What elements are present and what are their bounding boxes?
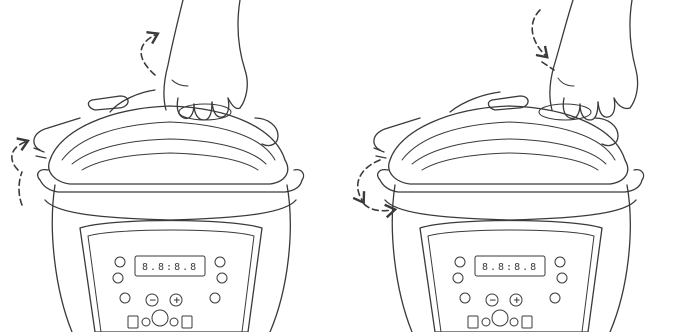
plus-symbol: + <box>173 296 181 306</box>
minus-symbol: − <box>149 296 157 306</box>
lid-knob <box>179 104 231 120</box>
control-knob <box>555 257 565 267</box>
display-text: 8.8:8.8 <box>142 262 198 273</box>
control-panel: 8.8:8.8 − + <box>420 221 602 332</box>
pressure-cooker-illustration-left: 8.8:8.8 − + <box>0 0 340 332</box>
rotate-left-arrow-tail <box>19 172 22 205</box>
plus-symbol: + <box>513 296 521 306</box>
rotate-left-arrow <box>12 142 25 170</box>
hand-icon <box>550 0 638 120</box>
hand-icon <box>164 0 247 120</box>
control-knob <box>217 273 227 283</box>
rotate-right-down-arrow <box>358 160 380 200</box>
control-knob <box>460 293 470 303</box>
control-knob <box>455 257 465 267</box>
dial-knob <box>492 310 508 326</box>
rotate-right-down-arrow-tail <box>364 204 392 211</box>
pressure-cooker-illustration-right: 8.8:8.8 − + <box>340 0 680 332</box>
control-knob <box>210 293 220 303</box>
left-panel: 8.8:8.8 − + <box>0 0 340 332</box>
control-panel: 8.8:8.8 − + <box>80 221 262 332</box>
lift-down-arrow-tail <box>542 62 554 70</box>
lift-down-arrow <box>532 10 545 55</box>
display-text: 8.8:8.8 <box>482 262 538 273</box>
control-knob <box>215 257 225 267</box>
pot-body <box>378 170 644 332</box>
control-knob <box>115 257 125 267</box>
lid <box>34 90 288 184</box>
control-knob <box>550 293 560 303</box>
control-knob <box>557 273 567 283</box>
lid <box>374 92 628 184</box>
pot-body <box>38 170 304 332</box>
dial-knob <box>152 310 168 326</box>
right-panel: 8.8:8.8 − + <box>340 0 680 332</box>
rotate-up-arrow <box>141 35 155 75</box>
minus-symbol: − <box>489 296 497 306</box>
control-knob <box>113 273 123 283</box>
control-knob <box>120 293 130 303</box>
control-knob <box>453 273 463 283</box>
